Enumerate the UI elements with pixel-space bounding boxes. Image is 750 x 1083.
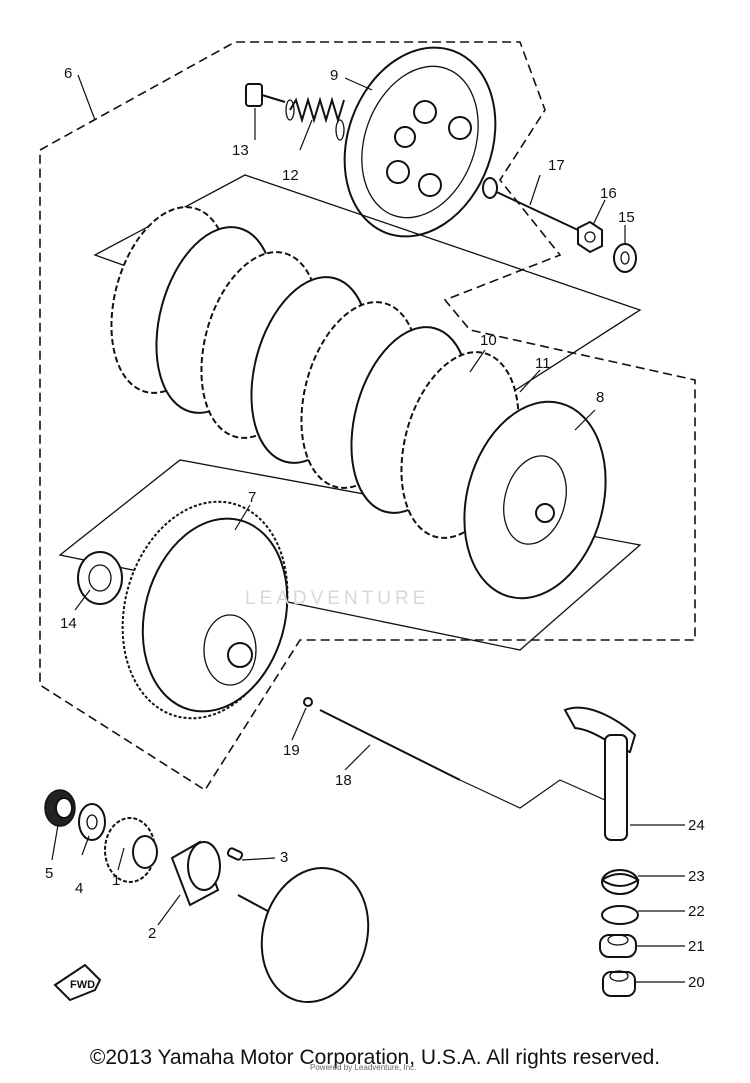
part-1-primary-drive-gear — [104, 817, 158, 883]
callout-19: 19 — [283, 742, 300, 759]
callout-24: 24 — [688, 817, 705, 834]
part-7-primary-driven-gear — [121, 500, 289, 720]
part-9-pressure-plate — [343, 46, 497, 238]
callout-4: 4 — [75, 880, 83, 897]
part-5-nut — [44, 789, 76, 827]
callout-11: 11 — [535, 355, 551, 372]
callout-13: 13 — [232, 142, 249, 159]
callout-7: 7 — [248, 489, 256, 506]
assembly-boundary — [39, 41, 696, 792]
part-12-spring — [285, 96, 345, 141]
callout-9: 9 — [330, 67, 338, 84]
callout-21: 21 — [688, 938, 705, 955]
crankshaft — [237, 866, 370, 1004]
part-13-bolt — [245, 83, 286, 107]
fwd-arrow-icon: FWD — [53, 963, 102, 1002]
part-24-push-lever-shaft — [459, 706, 637, 841]
clutch-exploded-diagram: FWD 6 9 13 12 17 16 15 10 11 8 7 14 1 — [39, 41, 705, 1004]
part-3-key — [226, 847, 244, 861]
callout-2: 2 — [148, 925, 156, 942]
callout-23: 23 — [688, 868, 705, 885]
callout-5: 5 — [45, 865, 53, 882]
copyright-notice: ©2013 Yamaha Motor Corporation, U.S.A. A… — [89, 1046, 661, 1069]
callout-3: 3 — [280, 849, 288, 866]
part-23-spring — [601, 869, 640, 895]
callout-17: 17 — [548, 157, 565, 174]
callout-8: 8 — [596, 389, 604, 406]
callout-10: 10 — [480, 332, 497, 349]
part-16-nut — [577, 220, 603, 254]
fwd-label: FWD — [70, 979, 95, 991]
part-8-clutch-boss — [463, 400, 607, 600]
callout-14: 14 — [60, 615, 77, 632]
callout-6: 6 — [64, 65, 72, 82]
callout-12: 12 — [282, 167, 299, 184]
part-17-push-rod — [482, 177, 579, 231]
callout-20: 20 — [688, 974, 705, 991]
callout-15: 15 — [618, 209, 635, 226]
callout-1: 1 — [112, 872, 120, 889]
part-4-washer — [78, 803, 106, 841]
watermark: LEADVENTURE — [245, 588, 430, 609]
part-19-ball — [303, 697, 313, 707]
leader-lines — [51, 74, 685, 983]
part-20-bearing — [602, 970, 636, 997]
callout-16: 16 — [600, 185, 617, 202]
part-2-collar — [170, 840, 221, 907]
callout-22: 22 — [688, 903, 705, 920]
powered-by-notice: Powered by Leadventure, Inc. — [310, 1063, 417, 1072]
callout-18: 18 — [335, 772, 352, 789]
part-15-washer — [613, 243, 637, 273]
part-21-oil-seal — [599, 934, 637, 958]
part-18-push-rod — [319, 709, 461, 781]
part-22-washer — [601, 905, 639, 925]
